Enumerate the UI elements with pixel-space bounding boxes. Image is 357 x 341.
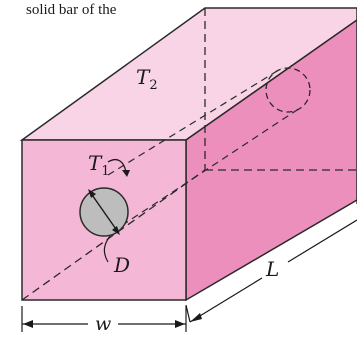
caption-fragment: solid bar of the bbox=[26, 2, 117, 18]
diameter-arrow bbox=[89, 191, 119, 233]
l-dimension-line-upper bbox=[287, 219, 357, 263]
label-t2-sub: 2 bbox=[149, 78, 157, 93]
l-arrowhead-bottom bbox=[190, 313, 202, 322]
l-dimension-line-lower bbox=[189, 277, 263, 323]
label-t1-sub: 1 bbox=[101, 164, 109, 179]
w-arrowhead-right bbox=[175, 320, 185, 328]
label-w: w bbox=[95, 313, 111, 335]
label-t2-main: T bbox=[136, 65, 151, 89]
label-t1-main: T bbox=[88, 151, 103, 175]
t1-arrowhead bbox=[122, 170, 130, 177]
pipe-far-end bbox=[265, 67, 311, 113]
diameter-arrowhead-top bbox=[88, 189, 96, 198]
pipe-hidden-line-upper bbox=[107, 67, 283, 176]
pipe-hidden-line-lower bbox=[111, 107, 301, 233]
label-t1: T1 bbox=[88, 151, 110, 179]
label-t2: T2 bbox=[136, 65, 158, 93]
l-extension-bottom bbox=[185, 304, 191, 323]
label-l: L bbox=[265, 257, 279, 281]
diameter-arrowhead-bottom bbox=[112, 226, 120, 235]
hidden-edge-bottom-back bbox=[21, 169, 206, 301]
label-d: D bbox=[113, 253, 130, 277]
t1-leader-arrow bbox=[107, 158, 127, 173]
d-leader-line bbox=[103, 235, 111, 263]
w-arrowhead-left bbox=[23, 320, 33, 328]
